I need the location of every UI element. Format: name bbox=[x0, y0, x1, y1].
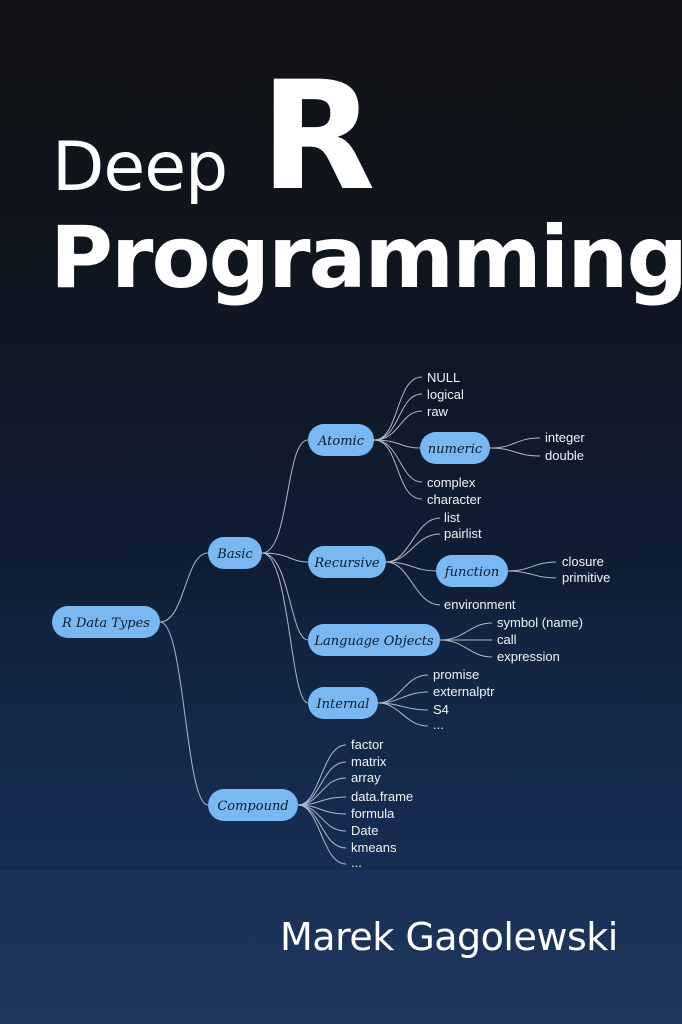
leaf-logical: logical bbox=[427, 387, 464, 402]
leaf-complex: complex bbox=[427, 475, 476, 490]
leaf-character: character bbox=[427, 492, 482, 507]
svg-text:function: function bbox=[444, 565, 499, 580]
leaf-formula: formula bbox=[351, 806, 395, 821]
tree-edges bbox=[159, 376, 557, 865]
leaf-kmeans: kmeans bbox=[351, 840, 397, 855]
leaf-array: array bbox=[351, 770, 381, 785]
svg-text:Internal: Internal bbox=[316, 697, 370, 712]
leaf-internal-more: ... bbox=[433, 717, 444, 732]
node-recursive: Recursive bbox=[308, 546, 386, 578]
svg-text:Compound: Compound bbox=[217, 799, 288, 814]
svg-text:Basic: Basic bbox=[216, 547, 253, 562]
leaf-compound-more: ... bbox=[351, 855, 362, 870]
background-shade-bottom bbox=[0, 870, 682, 1024]
leaf-environment: environment bbox=[444, 597, 516, 612]
svg-text:numeric: numeric bbox=[428, 442, 483, 457]
svg-text:Atomic: Atomic bbox=[317, 434, 365, 449]
leaf-primitive: primitive bbox=[562, 570, 610, 585]
svg-text:Recursive: Recursive bbox=[313, 556, 380, 571]
node-language-objects: Language Objects bbox=[308, 624, 440, 656]
leaf-expression: expression bbox=[497, 649, 560, 664]
node-atomic: Atomic bbox=[308, 424, 374, 456]
title-deep: Deep bbox=[52, 128, 228, 207]
leaf-raw: raw bbox=[427, 404, 449, 419]
title-programming: Programming bbox=[50, 208, 682, 308]
node-internal: Internal bbox=[308, 687, 378, 719]
leaf-symbol: symbol (name) bbox=[497, 615, 583, 630]
node-basic: Basic bbox=[208, 537, 262, 569]
node-root: R Data Types bbox=[52, 606, 160, 638]
leaf-date: Date bbox=[351, 823, 378, 838]
leaf-factor: factor bbox=[351, 737, 384, 752]
leaf-externalptr: externalptr bbox=[433, 684, 495, 699]
svg-text:Language Objects: Language Objects bbox=[313, 634, 434, 649]
leaf-pairlist: pairlist bbox=[444, 526, 482, 541]
leaf-null: NULL bbox=[427, 370, 460, 385]
leaf-promise: promise bbox=[433, 667, 479, 682]
leaf-s4: S4 bbox=[433, 702, 449, 717]
title-r: R bbox=[260, 50, 376, 224]
leaf-call: call bbox=[497, 632, 517, 647]
node-function: function bbox=[436, 555, 508, 587]
background-shade bbox=[0, 600, 682, 1024]
leaf-data-frame: data.frame bbox=[351, 789, 413, 804]
leaf-integer: integer bbox=[545, 430, 585, 445]
leaf-closure: closure bbox=[562, 554, 604, 569]
leaf-double: double bbox=[545, 448, 584, 463]
node-compound: Compound bbox=[208, 789, 298, 821]
svg-text:R Data Types: R Data Types bbox=[61, 616, 150, 631]
leaf-list: list bbox=[444, 510, 460, 525]
node-numeric: numeric bbox=[420, 432, 490, 464]
leaf-matrix: matrix bbox=[351, 754, 387, 769]
author-name: Marek Gagolewski bbox=[280, 915, 618, 959]
